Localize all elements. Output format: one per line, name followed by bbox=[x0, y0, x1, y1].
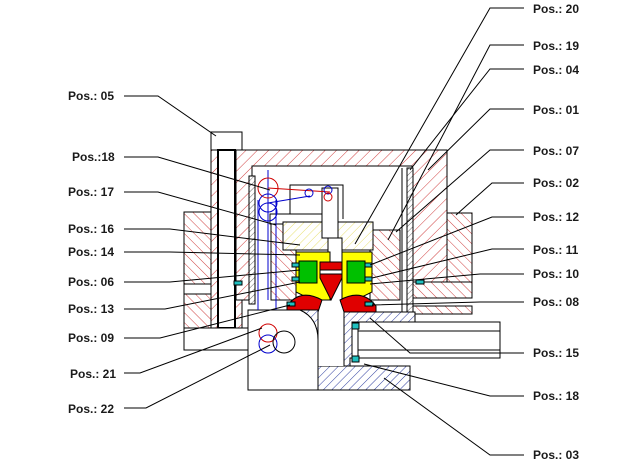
lower-body bbox=[247, 309, 501, 391]
main-housing bbox=[235, 149, 448, 301]
callout-pos-05: Pos.: 05 bbox=[68, 89, 114, 103]
callout-pos-12: Pos.: 12 bbox=[533, 210, 579, 224]
callout-pos-14: Pos.: 14 bbox=[68, 245, 114, 259]
callout-pos-19: Pos.: 19 bbox=[533, 39, 579, 53]
callout-pos-02: Pos.: 02 bbox=[533, 176, 579, 190]
linkage bbox=[257, 170, 333, 354]
valve-core bbox=[233, 251, 425, 313]
callout-pos-18b: Pos.: 18 bbox=[533, 389, 579, 403]
red-pivot-circle bbox=[257, 177, 279, 199]
callout-pos-01: Pos.: 01 bbox=[533, 103, 579, 117]
nozzle-pin bbox=[319, 269, 343, 275]
cyan-seal bbox=[351, 355, 360, 363]
right-flange-strip bbox=[411, 305, 473, 315]
left-flange bbox=[183, 211, 212, 329]
callout-pos-18: Pos.:18 bbox=[72, 150, 115, 164]
left-base bbox=[183, 327, 249, 351]
rod-cap bbox=[210, 131, 243, 151]
callout-pos-10: Pos.: 10 bbox=[533, 267, 579, 281]
callout-pos-04: Pos.: 04 bbox=[533, 63, 579, 77]
callout-pos-06: Pos.: 06 bbox=[68, 275, 114, 289]
callout-pos-20: Pos.: 20 bbox=[533, 2, 579, 16]
callout-pos-09: Pos.: 09 bbox=[68, 331, 114, 345]
left-liner bbox=[248, 175, 256, 305]
cyan-seal bbox=[291, 276, 300, 282]
cyan-seal bbox=[291, 262, 300, 268]
red-seat-left bbox=[286, 294, 323, 313]
green-seal-left bbox=[298, 260, 318, 284]
right-liner bbox=[406, 167, 414, 319]
cyan-seal bbox=[364, 262, 373, 268]
callout-pos-08: Pos.: 08 bbox=[533, 295, 579, 309]
green-seal-right bbox=[346, 260, 366, 284]
callout-pos-17: Pos.: 17 bbox=[68, 185, 114, 199]
housing-section bbox=[183, 131, 473, 351]
leader-lines bbox=[124, 7, 524, 456]
callout-pos-21: Pos.: 21 bbox=[70, 367, 116, 381]
callout-pos-15: Pos.: 15 bbox=[533, 346, 579, 360]
cyan-seal bbox=[351, 322, 360, 330]
callout-pos-07: Pos.: 07 bbox=[533, 144, 579, 158]
callout-labels-left: Pos.: 05 Pos.:18 Pos.: 17 Pos.: 16 Pos.:… bbox=[68, 89, 116, 416]
callout-pos-13: Pos.: 13 bbox=[68, 302, 114, 316]
callout-pos-22: Pos.: 22 bbox=[68, 402, 114, 416]
inner-right-block bbox=[369, 229, 401, 301]
callout-labels-right: Pos.: 20 Pos.: 19 Pos.: 04 Pos.: 01 Pos.… bbox=[533, 2, 579, 462]
lower-body-left bbox=[247, 309, 319, 391]
red-seat-right bbox=[339, 294, 377, 313]
callout-pos-03: Pos.: 03 bbox=[533, 448, 579, 462]
cyan-seal bbox=[364, 276, 373, 282]
left-flange-gap bbox=[183, 283, 212, 295]
callout-pos-11: Pos.: 11 bbox=[533, 243, 579, 257]
lower-pin-circle bbox=[272, 330, 296, 354]
callout-pos-16: Pos.: 16 bbox=[68, 222, 114, 236]
outlet-pipe bbox=[351, 321, 501, 359]
